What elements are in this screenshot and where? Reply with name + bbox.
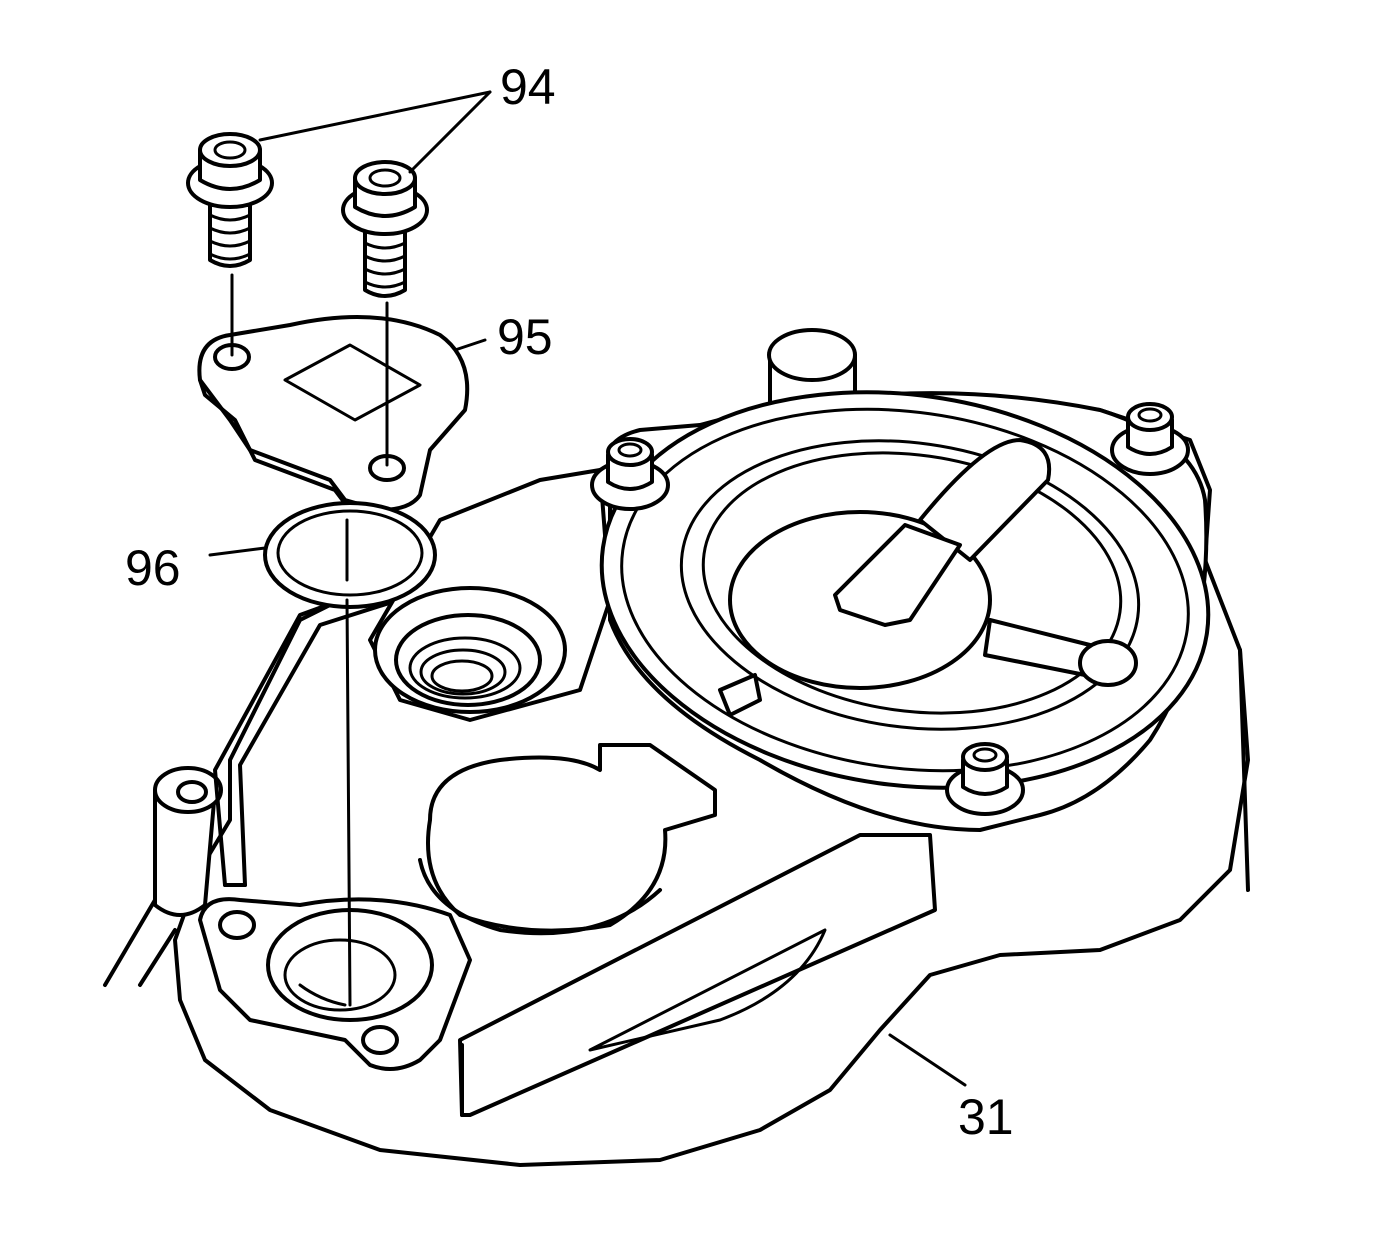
housing-left-edge [103,898,157,987]
thread-3 [430,659,494,693]
housing [103,328,1250,1167]
cover-bolt-2 [1110,402,1190,476]
small-tab [718,673,762,717]
callout-31: 31 [958,1089,1014,1145]
cover-ring-2 [620,407,1190,773]
callout-95: 95 [497,309,553,365]
leader-95 [453,338,487,352]
callout-94: 94 [500,59,556,115]
plate-edge [198,378,352,512]
left-post [153,788,217,917]
housing-right-edge [1238,648,1250,892]
leader-31 [888,1033,967,1087]
housing-left-edge-2 [138,928,177,987]
bolt-left-94 [186,132,274,268]
keyhole-pad-side [418,858,662,936]
thread-1 [408,636,522,700]
leader-94-right [408,90,492,174]
plate-window [283,343,422,422]
spoke-ball [1078,639,1138,687]
lower-port-detail [298,983,347,1007]
cover-plate-95 [197,315,470,512]
axis-line-port [345,518,352,1007]
bolt-right-94 [341,160,429,298]
cover-ring-4 [701,451,1123,715]
inner-rail-2 [238,588,432,887]
left-post-hole [176,780,208,804]
keyhole-pad [426,743,717,933]
round-cover [599,390,1211,832]
lever-head [833,523,962,627]
cover-bolt-3 [945,742,1025,816]
thread-2 [419,648,507,696]
flange-hole-right [361,1025,399,1055]
o-ring-outer [263,501,437,609]
cover-ring-3 [679,439,1141,731]
flange-hole-left [218,910,256,940]
rib-slot [588,928,827,1052]
top-boss-top [767,328,857,382]
cover-bolt-1 [590,437,670,511]
housing-bolts [590,402,1190,816]
lever-arm [918,438,1052,562]
lower-port-inner [283,938,397,1012]
leader-94-left [258,90,492,142]
callout-96: 96 [125,540,181,596]
o-ring-inner [276,509,424,597]
o-ring-96 [263,501,437,609]
leader-96 [208,546,267,557]
